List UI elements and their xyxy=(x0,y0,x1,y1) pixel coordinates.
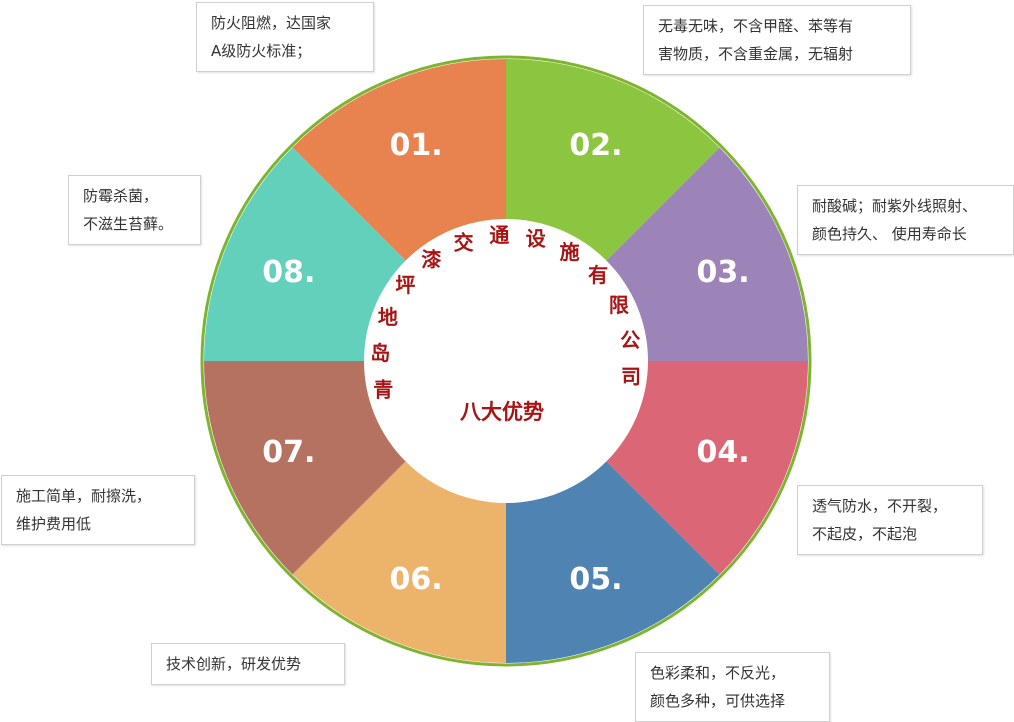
callout-08-line-1: 防霉杀菌， xyxy=(83,187,159,205)
center-hub xyxy=(364,219,648,503)
callout-07-line-2: 维护费用低 xyxy=(16,515,92,533)
callout-01-line-1: 防火阻燃，达国家 xyxy=(211,14,332,32)
segment-1-number: 01. xyxy=(389,128,442,163)
segment-8-number: 08. xyxy=(262,255,315,290)
callout-08-line-2: 不滋生苔藓。 xyxy=(83,215,174,233)
company-name-char: 交 xyxy=(454,230,474,254)
company-name-char: 岛 xyxy=(370,341,390,365)
segment-3-number: 03. xyxy=(697,255,750,290)
callout-08: 防霉杀菌， 不滋生苔藓。 xyxy=(68,175,201,245)
center-title: 八大优势 xyxy=(460,400,544,424)
company-name-char: 施 xyxy=(560,240,580,264)
company-name-char: 漆 xyxy=(421,247,441,271)
segment-4-number: 04. xyxy=(697,435,750,470)
callout-02-line-1: 无毒无味，不含甲醛、苯等有 xyxy=(658,17,854,35)
company-name-char: 司 xyxy=(621,364,641,388)
outer-ring xyxy=(200,55,812,667)
company-name-char: 青 xyxy=(373,377,393,401)
callout-05-line-1: 色彩柔和，不反光， xyxy=(650,664,786,682)
callout-04-line-2: 不起皮，不起泡 xyxy=(812,525,918,543)
callout-03-line-2: 颜色持久、 使用寿命长 xyxy=(812,225,967,243)
company-name-char: 设 xyxy=(526,227,546,251)
company-name-char: 限 xyxy=(609,293,629,317)
callout-06: 技术创新，研发优势 xyxy=(151,643,345,685)
callout-07: 施工简单，耐擦洗， 维护费用低 xyxy=(1,475,195,545)
callout-06-line-1: 技术创新，研发优势 xyxy=(166,655,302,673)
company-name-char: 坪 xyxy=(395,273,415,297)
segment-7-number: 07. xyxy=(262,435,315,470)
company-name-char: 公 xyxy=(620,328,640,352)
company-name-char: 有 xyxy=(588,263,608,287)
callout-04-line-1: 透气防水，不开裂， xyxy=(812,497,948,515)
segment-6-number: 06. xyxy=(389,562,442,597)
callout-01: 防火阻燃，达国家 A级防火标准； xyxy=(196,2,374,72)
callout-02: 无毒无味，不含甲醛、苯等有 害物质，不含重金属，无辐射 xyxy=(643,5,911,75)
callout-05: 色彩柔和，不反光， 颜色多种，可供选择 xyxy=(635,652,830,722)
company-name-char: 地 xyxy=(378,305,398,329)
callout-03-line-1: 耐酸碱；耐紫外线照射、 xyxy=(812,197,978,215)
callout-04: 透气防水，不开裂， 不起皮，不起泡 xyxy=(797,485,983,555)
callout-03: 耐酸碱；耐紫外线照射、 颜色持久、 使用寿命长 xyxy=(797,185,1014,255)
segment-5-number: 05. xyxy=(569,562,622,597)
company-name-char: 通 xyxy=(489,223,509,247)
callout-01-line-2: A级防火标准； xyxy=(211,42,312,60)
segment-2-number: 02. xyxy=(569,128,622,163)
callout-05-line-2: 颜色多种，可供选择 xyxy=(650,692,786,710)
callout-02-line-2: 害物质，不含重金属，无辐射 xyxy=(658,45,854,63)
callout-07-line-1: 施工简单，耐擦洗， xyxy=(16,487,152,505)
